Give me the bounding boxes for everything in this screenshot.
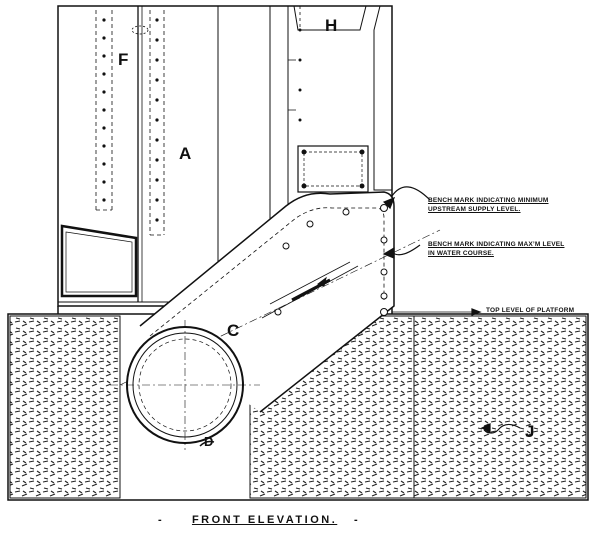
note-bench-min-line2: UPSTREAM SUPPLY LEVEL.	[428, 206, 521, 213]
label-c: C	[227, 321, 240, 340]
note-bench-min-line1: BENCH MARK INDICATING MINIMUM	[428, 197, 549, 204]
title-dash-right: -	[353, 514, 361, 526]
label-d: D	[204, 434, 214, 449]
note-bench-max-line2: IN WATER COURSE.	[428, 250, 494, 257]
label-h: H	[325, 16, 338, 35]
label-j: J	[525, 422, 535, 441]
label-f: F	[118, 50, 129, 69]
note-bench-max-line1: BENCH MARK INDICATING MAX’M LEVEL	[428, 241, 565, 248]
masonry-block-left	[9, 315, 121, 499]
title-dash-left: -	[158, 514, 165, 526]
note-platform: TOP LEVEL OF PLATFORM	[486, 306, 574, 315]
pipe-flange-bolts	[274, 204, 388, 316]
note-bench-max: BENCH MARK INDICATING MAX’M LEVEL IN WAT…	[428, 240, 564, 258]
outlet-circle	[110, 320, 260, 450]
rivet-rows	[102, 18, 365, 222]
masonry-platform	[7, 313, 589, 501]
note-bench-min: BENCH MARK INDICATING MINIMUM UPSTREAM S…	[428, 196, 549, 214]
note-platform-text: TOP LEVEL OF PLATFORM	[486, 307, 575, 314]
bench-mark-leaders	[382, 186, 521, 434]
masonry-block-far-right	[413, 315, 587, 499]
drawing-title: - FRONT ELEVATION. -	[158, 514, 360, 526]
title-text: FRONT ELEVATION.	[191, 514, 338, 526]
label-a: A	[179, 144, 192, 163]
